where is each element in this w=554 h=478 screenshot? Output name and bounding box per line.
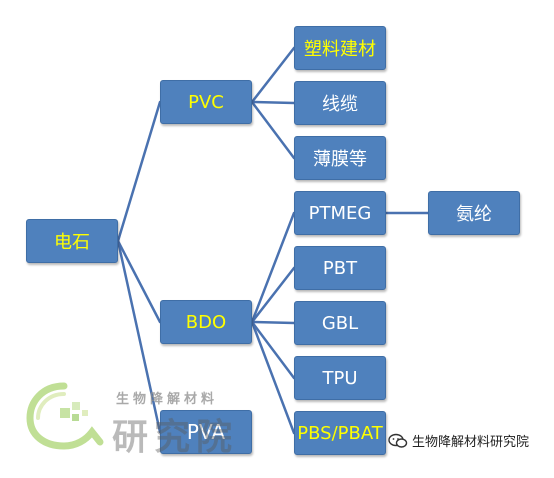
connector-root-bdo [116, 239, 162, 324]
connector-root-pvc [116, 100, 162, 243]
connector-root-pva [116, 239, 162, 434]
node-label: 线缆 [322, 94, 358, 115]
node-root: 电石 [26, 219, 118, 263]
watermark-title: 研究院 [112, 417, 239, 458]
node-label: 电石 [54, 232, 90, 253]
node-label: 氨纶 [456, 204, 492, 225]
connector-bdo-r8 [250, 320, 296, 435]
node-ptmeg: PTMEG [294, 191, 386, 235]
connector-pvc-r3 [250, 100, 296, 160]
node-plastic-building-materials: 塑料建材 [294, 26, 386, 70]
node-label: PVC [188, 91, 224, 113]
node-label: PBS/PBAT [297, 422, 383, 444]
node-pva: PVA [160, 410, 252, 454]
connector-bdo-r6 [250, 320, 296, 325]
node-label: GBL [321, 312, 359, 334]
node-spandex: 氨纶 [428, 191, 520, 235]
node-label: 塑料建材 [304, 39, 376, 60]
node-pvc: PVC [160, 80, 252, 124]
connector-pvc-r1 [250, 46, 296, 104]
connector-bdo-r7 [250, 320, 296, 380]
wechat-credit: 生物降解材料研究院 [388, 431, 529, 450]
node-pbs-pbat: PBS/PBAT [294, 411, 386, 455]
node-cables: 线缆 [294, 81, 386, 125]
connector-bdo-r4 [250, 211, 296, 324]
node-label: PTMEG [308, 202, 372, 224]
node-label: PBT [322, 257, 358, 279]
node-label: BDO [185, 311, 227, 333]
node-bdo: BDO [160, 300, 252, 344]
wechat-icon [388, 433, 408, 448]
node-gbl: GBL [294, 301, 386, 345]
node-label: TPU [322, 367, 358, 389]
node-label: 薄膜等 [313, 149, 367, 170]
node-label: PVA [186, 420, 226, 444]
node-tpu: TPU [294, 356, 386, 400]
node-films: 薄膜等 [294, 136, 386, 180]
watermark-logo-icon [26, 382, 104, 450]
node-pbt: PBT [294, 246, 386, 290]
connector-bdo-r5 [250, 266, 296, 324]
wechat-account-name: 生物降解材料研究院 [412, 435, 530, 450]
connector-pvc-r2 [250, 100, 296, 105]
watermark-subtitle: 生物降解材料 [116, 392, 219, 407]
